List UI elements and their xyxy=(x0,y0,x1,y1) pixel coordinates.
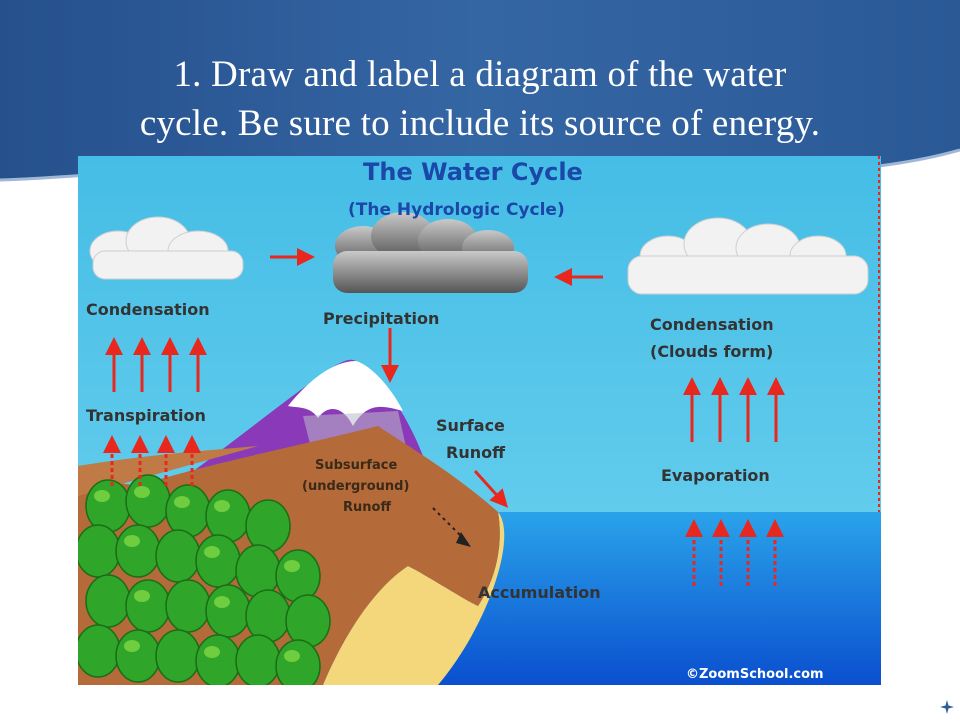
label-surface-runoff-1: Surface xyxy=(436,416,505,435)
storm-cloud xyxy=(333,212,528,293)
surface-runoff-arrow xyxy=(473,469,509,508)
subsurface-runoff-arrow xyxy=(432,507,467,542)
cloud-left xyxy=(89,216,244,280)
label-transpiration: Transpiration xyxy=(86,406,206,425)
label-accumulation: Accumulation xyxy=(478,583,601,602)
transpiration-arrows xyxy=(103,435,201,486)
label-precipitation: Precipitation xyxy=(323,309,439,328)
ocean xyxy=(408,512,881,685)
slide-title: 1. Draw and label a diagram of the water… xyxy=(40,50,920,148)
star-icon xyxy=(940,700,954,714)
water-cycle-diagram: The Water Cycle (The Hydrologic Cycle) C… xyxy=(78,156,881,685)
diagram-title: The Water Cycle xyxy=(363,158,583,186)
label-subsurface-3: Runoff xyxy=(343,500,391,515)
label-subsurface-1: Subsurface xyxy=(315,458,397,473)
beach-sand xyxy=(323,512,505,685)
arrows-to-cloud xyxy=(270,248,603,286)
label-surface-runoff-2: Runoff xyxy=(446,443,506,462)
cloud-right xyxy=(627,217,869,295)
label-evaporation: Evaporation xyxy=(661,466,770,485)
credit-text: ©ZoomSchool.com xyxy=(686,667,824,682)
condensation-left-arrows xyxy=(105,337,207,392)
label-subsurface-2: (underground) xyxy=(302,479,409,494)
slide-title-line-1: 1. Draw and label a diagram of the water xyxy=(173,54,787,95)
slide-title-line-2: cycle. Be sure to include its source of … xyxy=(139,103,821,144)
diagram-subtitle: (The Hydrologic Cycle) xyxy=(348,200,565,220)
snow-cap xyxy=(288,361,403,426)
condensation-right-arrows xyxy=(683,377,785,442)
label-condensation-right: Condensation xyxy=(650,315,774,334)
evaporation-arrows xyxy=(685,519,784,586)
label-condensation-left: Condensation xyxy=(86,300,210,319)
label-clouds-form: (Clouds form) xyxy=(650,342,773,361)
